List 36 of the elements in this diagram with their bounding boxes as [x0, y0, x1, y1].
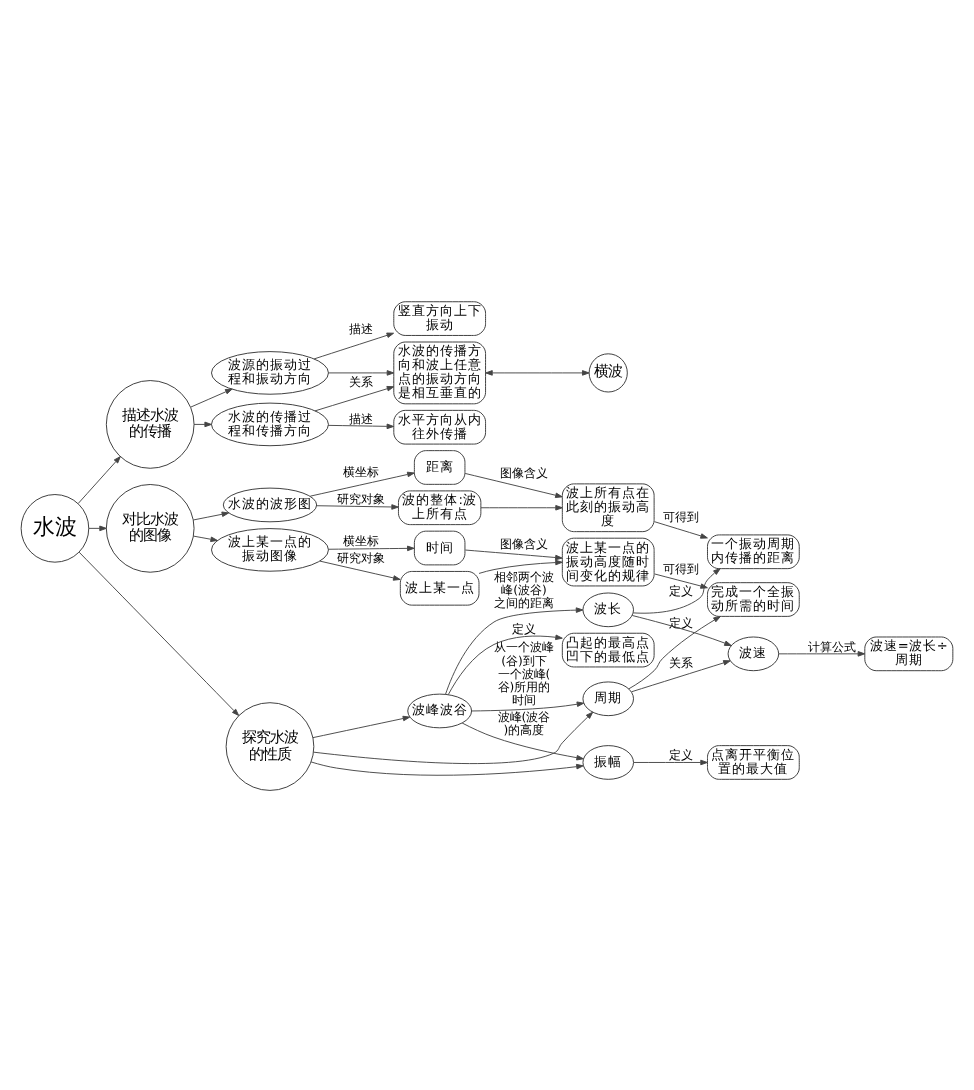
arrow [327, 369, 395, 375]
arrow [654, 572, 708, 588]
arrow [88, 524, 107, 531]
arrow [480, 504, 563, 510]
arrow [485, 369, 590, 375]
arrow [628, 615, 721, 689]
arrow [190, 387, 233, 407]
arrow [471, 700, 585, 711]
arrow [447, 633, 563, 694]
arrow [461, 721, 584, 760]
arrow [313, 710, 594, 764]
arrow [327, 422, 395, 429]
arrow [310, 760, 584, 775]
arrow [327, 544, 415, 551]
arrow [464, 548, 563, 560]
arrow [193, 420, 212, 427]
node-circle: 水波 [20, 493, 90, 562]
arrow [313, 331, 395, 359]
arrow [631, 614, 732, 646]
arrow [316, 503, 399, 509]
arrow [654, 520, 708, 538]
arrow [631, 659, 731, 692]
arrow [192, 534, 218, 541]
arrow [632, 567, 721, 613]
arrow [309, 470, 415, 496]
arrow [478, 558, 563, 573]
arrow [77, 455, 121, 503]
arrow [78, 550, 240, 715]
arrow [445, 606, 584, 694]
arrow [312, 714, 411, 738]
arrow [319, 559, 401, 580]
arrow [778, 650, 866, 656]
arrow [192, 510, 230, 520]
arrow [633, 758, 708, 765]
arrow [464, 471, 563, 498]
arrow [314, 384, 395, 411]
